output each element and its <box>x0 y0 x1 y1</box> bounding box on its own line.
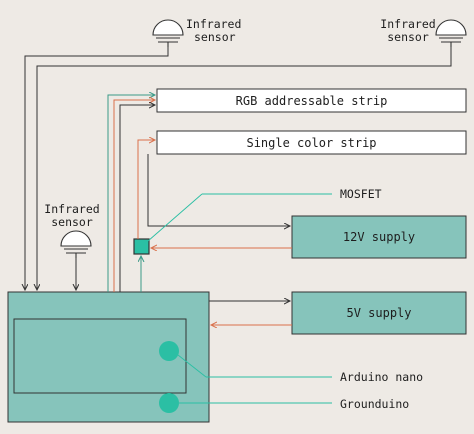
ir-sensor-top-right-label: Infrared sensor <box>380 17 436 44</box>
leader-lines <box>147 193 332 404</box>
arduino-nano-dot <box>159 341 179 361</box>
sensor-wires <box>25 47 452 290</box>
arduino-nano-board <box>13 318 187 394</box>
mosfet-component <box>133 238 150 255</box>
ir-sensor-top-mid-label: Infrared sensor <box>186 17 242 44</box>
supply-5v-label: 5V supply <box>346 306 412 320</box>
infrared-sensor-top-mid-icon <box>152 19 184 47</box>
supply-5v-box <box>291 291 467 335</box>
arduino-nano-label: Arduino nano <box>340 370 424 384</box>
infrared-sensor-left-icon <box>60 230 92 258</box>
mosfet-label: MOSFET <box>340 187 382 201</box>
grounduino-dot <box>159 393 179 413</box>
supply-12v-label: 12V supply <box>342 230 416 244</box>
single-strip-label: Single color strip <box>246 136 377 150</box>
supply-12v-box <box>291 215 467 259</box>
rgb-strip-box <box>156 88 467 113</box>
single-strip-wires <box>137 140 290 239</box>
single-strip-box <box>156 130 467 155</box>
rgb-strip-label: RGB addressable strip <box>235 94 388 108</box>
rgb-strip-wires <box>107 95 155 292</box>
infrared-sensor-top-right-icon <box>435 19 467 47</box>
grounduino-label: Grounduino <box>340 397 410 411</box>
ir-sensor-left-label: Infrared sensor <box>44 202 100 229</box>
